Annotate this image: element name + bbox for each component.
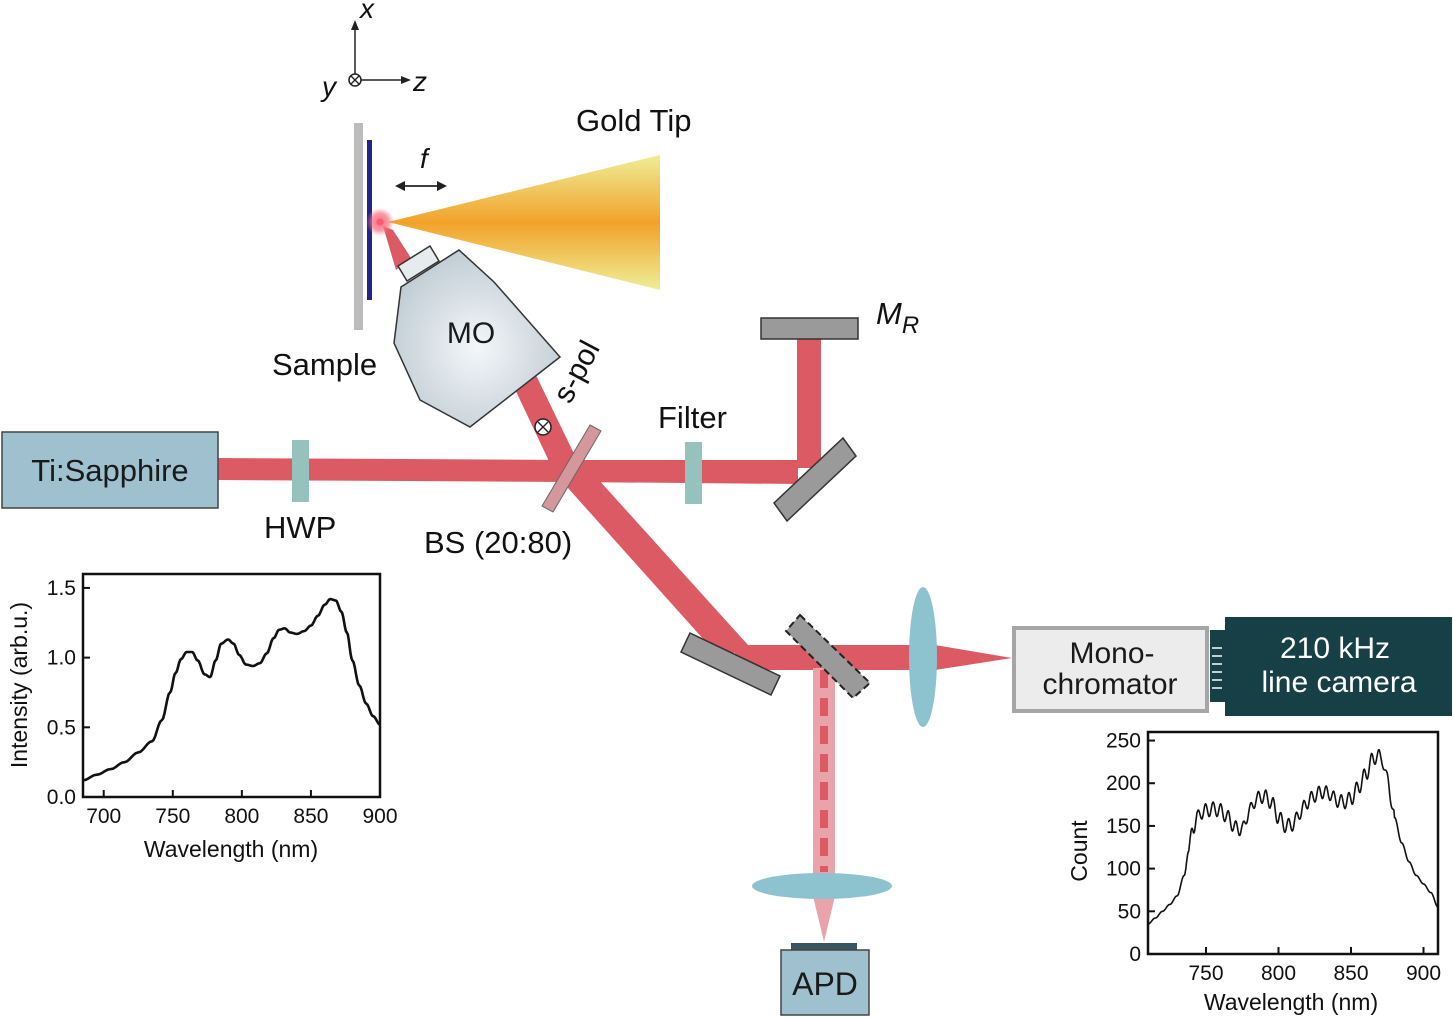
chart2-xtick-label: 750: [1188, 962, 1223, 985]
mirror-label-subscript: R: [902, 312, 919, 339]
chart1-xtick-label: 800: [224, 805, 259, 828]
chart1-ytick-label: 1.5: [47, 577, 76, 600]
chart2-ytick-label: 50: [1118, 900, 1141, 923]
camera-connector: [1210, 630, 1225, 702]
laser-spectrum-chart: 700 750 800 850 900 0.0 0.5 1.0 1.5 Wavelength …: [6, 572, 398, 862]
chart1-ylabel: Intensity (arb.u.): [6, 602, 32, 768]
sample-substrate: [354, 123, 363, 330]
objective-to-sample-beam: [383, 226, 411, 270]
apd-detector-window: [791, 943, 857, 951]
reference-mirror-label: MR: [876, 296, 919, 339]
chart1-xtick-label: 900: [362, 805, 397, 828]
focal-distance-label: f: [420, 143, 431, 174]
laser-label: Ti:Sapphire: [31, 453, 188, 488]
laser-beams: [218, 226, 1012, 942]
axis-z-label: z: [412, 66, 427, 97]
filter-label: Filter: [658, 400, 727, 435]
camera-label-line2: line camera: [1261, 666, 1416, 699]
axis-y-label: y: [320, 71, 338, 102]
axis-x-label: x: [358, 0, 375, 24]
gold-tip: [388, 155, 660, 290]
chart2-ytick-label: 100: [1106, 858, 1141, 881]
beamsplitter-label: BS (20:80): [424, 525, 572, 560]
reference-vertical-beam: [797, 338, 821, 468]
flip-mirror: [784, 613, 872, 700]
diagonal-return-beam: [559, 468, 748, 660]
beamsplitter: [541, 424, 602, 513]
camera-spectrum-chart: 750 800 850 900 0 50 100 150 200 250 Wavelength …: [1066, 730, 1441, 1015]
apd-lens: [752, 873, 892, 899]
monochromator-label-line2: chromator: [1042, 668, 1177, 701]
chart1-ytick-label: 1.0: [47, 647, 76, 670]
chart2-xtick-label: 900: [1406, 962, 1441, 985]
s-polarization-icon: [534, 418, 552, 436]
camera-label-line1: 210 kHz: [1280, 632, 1390, 665]
focal-distance-arrow: [395, 181, 447, 191]
chart1-xtick-label: 850: [293, 805, 328, 828]
chart2-xlabel: Wavelength (nm): [1204, 989, 1378, 1015]
monochromator: [1012, 626, 1209, 713]
chart1-ytick-label: 0.0: [47, 786, 76, 809]
hwp-label: HWP: [264, 510, 336, 545]
chart2-frame: [1146, 730, 1440, 956]
focused-beam: [935, 645, 1012, 670]
chart2-ytick-label: 250: [1106, 730, 1141, 753]
apd-focus-beam: [813, 896, 835, 942]
chart1-xtick-label: 750: [155, 805, 190, 828]
line-camera: [1225, 617, 1452, 716]
main-beam: [218, 458, 572, 482]
reference-mirror: [760, 317, 859, 340]
apd-detector: [780, 949, 870, 1016]
sample-label: Sample: [272, 347, 377, 382]
chart2-series-line: [1147, 748, 1439, 925]
mirror-label-main: M: [876, 296, 902, 331]
ti-sapphire-laser: [1, 431, 219, 509]
chart2-ytick-label: 0: [1129, 943, 1141, 966]
chart1-ytick-label: 0.5: [47, 716, 76, 739]
gold-tip-label: Gold Tip: [576, 103, 691, 138]
chart2-ytick-label: 150: [1106, 815, 1141, 838]
monochromator-label-line1: Mono-: [1069, 637, 1154, 670]
chart2-ytick-label: 200: [1106, 772, 1141, 795]
chart1-xlabel: Wavelength (nm): [144, 836, 318, 862]
filter: [685, 442, 702, 504]
microscope-objective: [393, 244, 562, 428]
focusing-lens: [909, 587, 937, 727]
chart2-ylabel: Count: [1066, 820, 1092, 882]
apd-label: APD: [792, 966, 858, 1002]
camera-pins-icon: [1212, 647, 1222, 689]
chart2-xtick-label: 850: [1333, 962, 1368, 985]
fold-mirror-1: [773, 436, 857, 523]
half-wave-plate: [292, 440, 309, 502]
chart1-xtick-label: 700: [86, 805, 121, 828]
s-pol-label: s-pol: [547, 335, 607, 408]
fold-mirror-2: [680, 631, 781, 697]
coordinate-axes: x y z: [320, 0, 427, 102]
objective-label: MO: [447, 317, 495, 350]
chart1-frame: [81, 572, 382, 799]
sample: [354, 123, 394, 330]
chart2-xtick-label: 800: [1261, 962, 1296, 985]
chart1-series-line: [82, 597, 381, 782]
